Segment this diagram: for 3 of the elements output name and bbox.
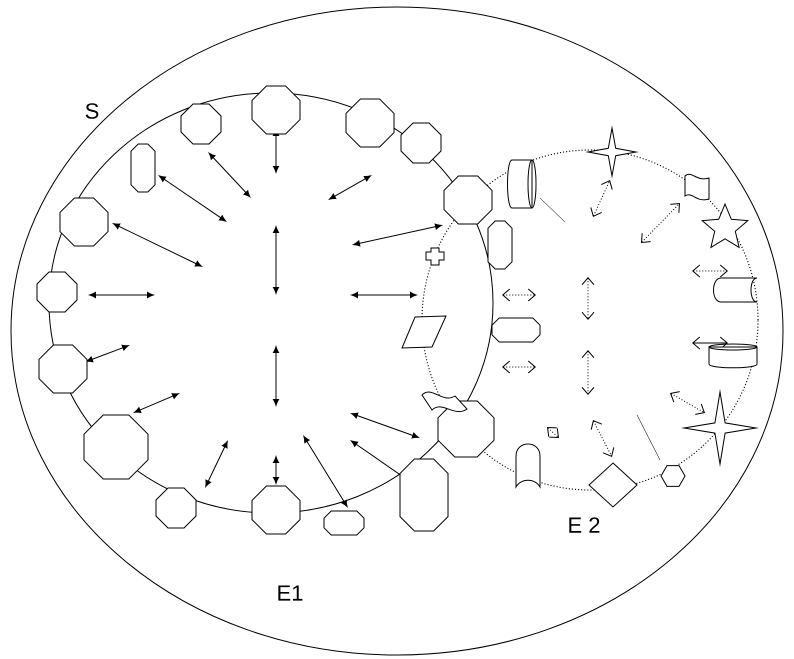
label: S — [86, 103, 98, 119]
label: E 2 — [569, 517, 600, 533]
label: E1 — [278, 585, 302, 601]
